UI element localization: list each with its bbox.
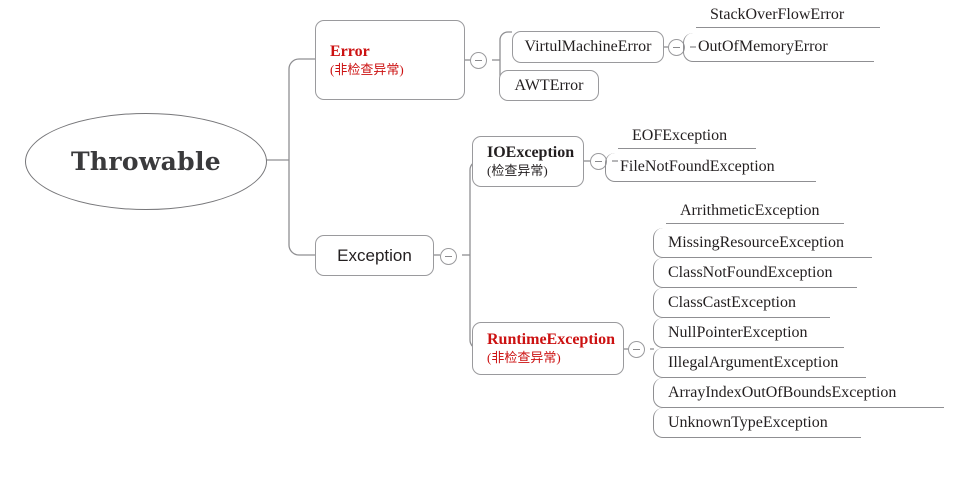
leaf-outofmemoryerror-label: OutOfMemoryError — [698, 38, 828, 55]
collapse-toggle-virtulmachineerror[interactable] — [668, 39, 685, 56]
node-exception-label: Exception — [337, 245, 412, 265]
leaf-missingresourceexception[interactable]: MissingResourceException — [653, 228, 872, 258]
node-runtimeexception-note: (非检查异常) — [487, 350, 561, 366]
node-ioexception-note: (检查异常) — [487, 163, 548, 179]
node-error[interactable]: Error (非检查异常) — [315, 20, 465, 100]
root-node-throwable[interactable]: Throwable — [25, 113, 267, 210]
leaf-arrayindexoutofboundsexception-label: ArrayIndexOutOfBoundsException — [668, 383, 897, 401]
leaf-nullpointerexception[interactable]: NullPointerException — [653, 318, 844, 348]
leaf-stackoverflowerror-label: StackOverFlowError — [710, 5, 845, 23]
node-awterror[interactable]: AWTError — [499, 70, 599, 101]
node-ioexception-title: IOException — [487, 144, 575, 162]
leaf-eofexception-label: EOFException — [632, 127, 728, 144]
collapse-toggle-runtimeexception[interactable] — [628, 341, 645, 358]
leaf-arrithmeticexception[interactable]: ArrithmeticException — [666, 199, 844, 224]
leaf-filenotfoundexception[interactable]: FileNotFoundException — [605, 153, 816, 182]
leaf-nullpointerexception-label: NullPointerException — [668, 323, 808, 341]
node-error-title: Error — [330, 42, 370, 60]
root-node-label: Throwable — [71, 147, 221, 176]
node-runtimeexception-title: RuntimeException — [487, 331, 615, 349]
leaf-unknowntypeexception-label: UnknownTypeException — [668, 413, 828, 431]
leaf-eofexception[interactable]: EOFException — [618, 124, 756, 149]
node-ioexception[interactable]: IOException (检查异常) — [472, 136, 584, 187]
node-runtimeexception[interactable]: RuntimeException (非检查异常) — [472, 322, 624, 375]
node-awterror-label: AWTError — [514, 76, 584, 94]
leaf-arrithmeticexception-label: ArrithmeticException — [680, 202, 820, 219]
leaf-illegalargumentexception[interactable]: IllegalArgumentException — [653, 348, 866, 378]
collapse-toggle-error[interactable] — [470, 52, 487, 69]
leaf-stackoverflowerror[interactable]: StackOverFlowError — [696, 2, 880, 28]
leaf-classcastexception[interactable]: ClassCastException — [653, 288, 830, 318]
leaf-classcastexception-label: ClassCastException — [668, 293, 796, 311]
node-exception[interactable]: Exception — [315, 235, 434, 276]
leaf-arrayindexoutofboundsexception[interactable]: ArrayIndexOutOfBoundsException — [653, 378, 944, 408]
leaf-classnotfoundexception-label: ClassNotFoundException — [668, 263, 833, 281]
leaf-outofmemoryerror[interactable]: OutOfMemoryError — [683, 33, 874, 62]
leaf-filenotfoundexception-label: FileNotFoundException — [620, 158, 775, 175]
leaf-unknowntypeexception[interactable]: UnknownTypeException — [653, 408, 861, 438]
node-error-note: (非检查异常) — [330, 61, 404, 77]
leaf-illegalargumentexception-label: IllegalArgumentException — [668, 353, 839, 371]
leaf-missingresourceexception-label: MissingResourceException — [668, 233, 844, 251]
collapse-toggle-exception[interactable] — [440, 248, 457, 265]
node-virtulmachineerror[interactable]: VirtulMachineError — [512, 31, 664, 63]
leaf-classnotfoundexception[interactable]: ClassNotFoundException — [653, 258, 857, 288]
node-virtulmachineerror-label: VirtulMachineError — [524, 38, 652, 55]
